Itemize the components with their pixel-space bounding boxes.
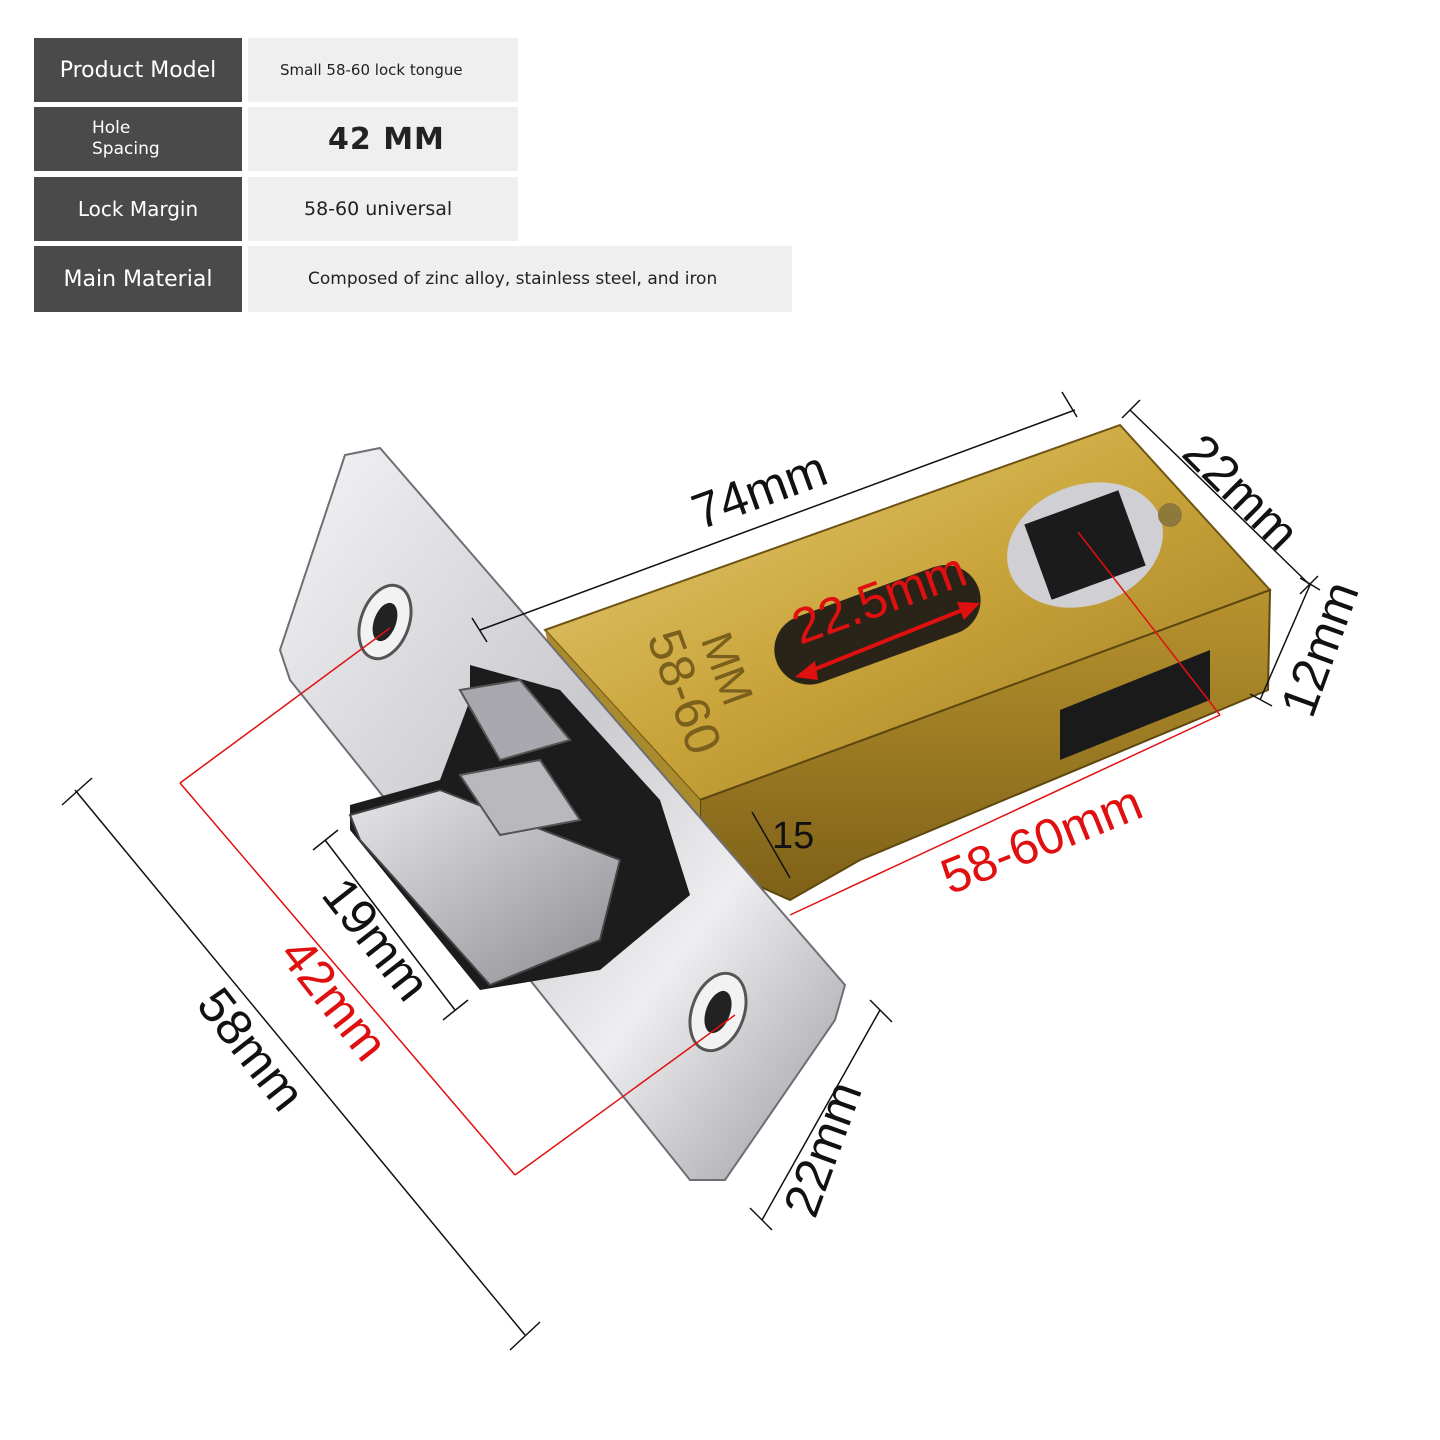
- hole-spacing-label-line1: Hole: [92, 118, 131, 138]
- lock-margin-value: 58-60 universal: [248, 177, 518, 241]
- hole-spacing-label: Hole Spacing: [34, 107, 242, 171]
- dimension-lines: [61, 391, 1321, 1351]
- latch-bolt: [348, 665, 690, 990]
- product-model-value: Small 58-60 lock tongue: [248, 38, 518, 102]
- hole-spacing-value: 42 MM: [248, 107, 518, 171]
- product-model-label: Product Model: [34, 38, 242, 102]
- red-dimension-lines: [179, 531, 1221, 1176]
- dim-body-length: 74mm: [685, 440, 835, 540]
- dim-faceplate-width: 22mm: [773, 1074, 873, 1224]
- main-material-label: Main Material: [34, 246, 242, 312]
- slot: [774, 565, 981, 685]
- main-material-value: Composed of zinc alloy, stainless steel,…: [248, 246, 792, 312]
- hole-spacing-label-line2: Spacing: [92, 139, 160, 159]
- spec-table: Product Model Small 58-60 lock tongue Ho…: [0, 0, 1440, 320]
- dim-body-height: 12mm: [1270, 574, 1370, 724]
- lock-margin-label: Lock Margin: [34, 177, 242, 241]
- dim-faceplate-height: 58mm: [186, 977, 316, 1121]
- square-hub: [1024, 490, 1146, 600]
- dim-step: 15: [772, 815, 814, 857]
